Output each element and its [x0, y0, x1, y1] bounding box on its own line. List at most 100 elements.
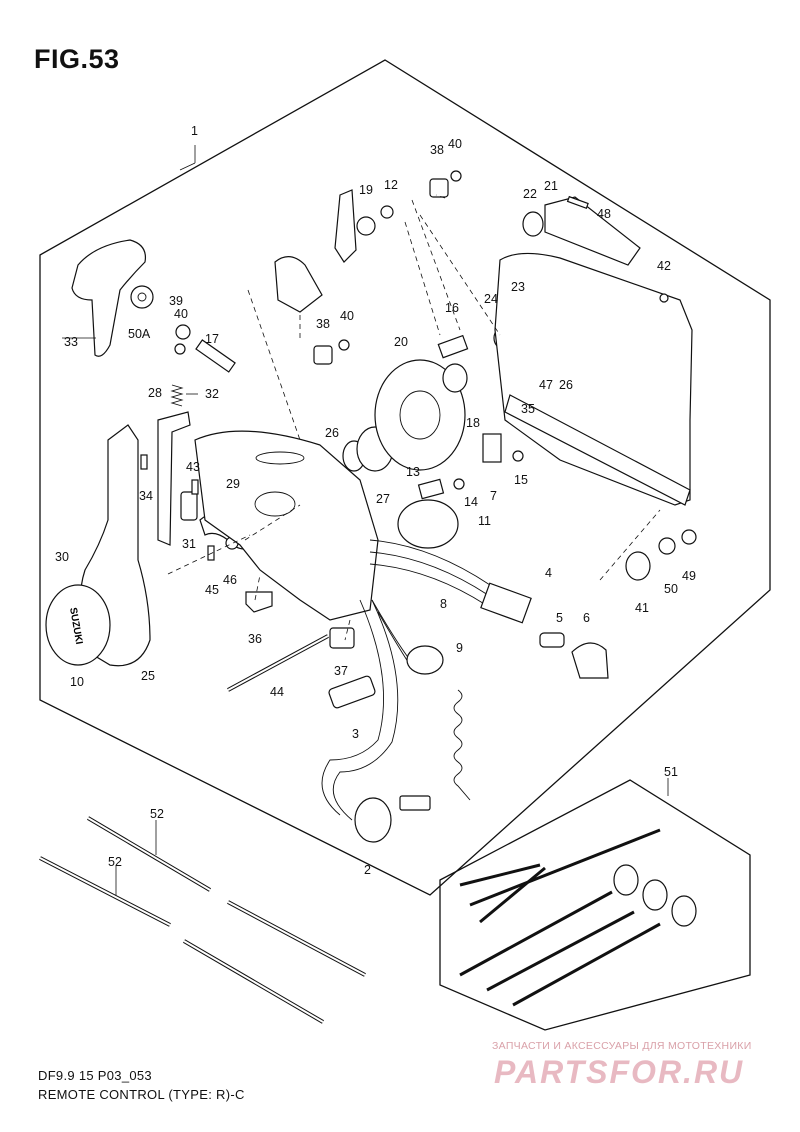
callout-30: 30 — [55, 550, 69, 564]
buzzer-11 — [397, 499, 459, 549]
spacer-3 — [671, 895, 697, 927]
callout-19: 19 — [359, 183, 373, 197]
washer-50 — [658, 537, 676, 555]
clip-40 — [174, 343, 186, 355]
connector-2 — [354, 797, 392, 843]
figure-title: FIG.53 — [34, 44, 120, 74]
callout-51: 51 — [664, 765, 678, 779]
callout-11: 11 — [478, 514, 491, 528]
washer-39 — [175, 324, 191, 340]
bolt-kit-1 — [459, 890, 613, 977]
watermark-tagline: ЗАПЧАСТИ И АКСЕССУАРЫ ДЛЯ МОТОТЕХНИКИ — [492, 1040, 752, 1052]
control-box-housing — [194, 430, 379, 621]
callout-14: 14 — [464, 495, 478, 509]
callout-10: 10 — [70, 675, 84, 689]
callout-34: 34 — [139, 489, 153, 503]
callout-28: 28 — [148, 386, 162, 400]
callout-23: 23 — [511, 280, 525, 294]
callout-52b: 52 — [108, 855, 122, 869]
plate-31 — [180, 491, 198, 521]
callout-3: 3 — [352, 727, 359, 741]
spring-32 — [170, 384, 184, 407]
holder-38-top — [429, 178, 449, 198]
lever-bracket — [274, 256, 323, 313]
callout-29: 29 — [226, 477, 240, 491]
callout-25: 25 — [141, 669, 155, 683]
callout-40c: 40 — [340, 309, 354, 323]
callout-52: 52 — [150, 807, 164, 821]
tie-wrap-1 — [459, 863, 541, 887]
footer-code: DF9.9 15 P03_053 — [38, 1068, 152, 1083]
key-5 — [539, 632, 565, 648]
clamp-13 — [417, 478, 445, 500]
callout-2: 2 — [364, 863, 371, 877]
callout-13: 13 — [406, 465, 420, 479]
kit-boundary — [439, 779, 751, 1031]
callout-40: 40 — [448, 137, 462, 151]
callout-8: 8 — [440, 597, 447, 611]
callout-49: 49 — [682, 569, 696, 583]
stop-switch-8 — [406, 645, 444, 675]
callout-22: 22 — [523, 187, 537, 201]
gear-plate-20 — [374, 359, 466, 471]
cap-6 — [571, 642, 609, 679]
washer-19 — [356, 216, 376, 236]
callout-21: 21 — [544, 179, 558, 193]
callout-27: 27 — [376, 492, 390, 506]
callout-38: 38 — [430, 143, 444, 157]
main-harness-3 — [321, 599, 384, 816]
link-19 — [334, 189, 357, 263]
callout-36: 36 — [248, 632, 262, 646]
callout-15: 15 — [514, 473, 528, 487]
side-cover-plate — [494, 252, 693, 506]
bracket-bar — [504, 394, 691, 506]
callout-48: 48 — [597, 207, 611, 221]
lock-bracket-28 — [157, 411, 191, 546]
washer-22 — [522, 211, 544, 237]
washer-50a — [130, 285, 154, 309]
callout-16: 16 — [445, 301, 459, 315]
callout-47: 47 — [539, 378, 553, 392]
nut-49 — [681, 529, 697, 545]
callout-7: 7 — [490, 489, 497, 503]
callout-5: 5 — [556, 611, 563, 625]
spacer-1 — [613, 864, 639, 896]
pin-17 — [195, 339, 236, 373]
assembly-boundary — [39, 59, 771, 896]
callout-41: 41 — [635, 601, 649, 615]
callout-43: 43 — [186, 460, 200, 474]
holder-38-mid — [313, 345, 333, 365]
callout-4: 4 — [545, 566, 552, 580]
callout-26b: 26 — [559, 378, 573, 392]
callout-31: 31 — [182, 537, 196, 551]
switch-7 — [482, 433, 502, 463]
badge-plate-30 — [45, 584, 111, 666]
lanyard-cord — [453, 689, 471, 801]
throttle-handle-cover — [71, 239, 147, 357]
callout-26: 26 — [325, 426, 339, 440]
callout-35: 35 — [521, 402, 535, 416]
wiring-harness — [369, 539, 491, 586]
callout-9: 9 — [456, 641, 463, 655]
callout-32: 32 — [205, 387, 219, 401]
callout-1: 1 — [191, 124, 198, 138]
watermark-logo: PARTSFOR.RU — [494, 1054, 745, 1090]
callout-37: 37 — [334, 664, 348, 678]
spacer-2 — [642, 879, 668, 911]
callout-50: 50 — [664, 582, 678, 596]
callout-39: 39 — [169, 294, 183, 308]
callout-50a: 50A — [128, 327, 151, 341]
callout-24: 24 — [484, 292, 498, 306]
callout-45: 45 — [205, 583, 219, 597]
washer-18 — [442, 363, 468, 393]
shaft-16 — [437, 334, 469, 359]
bracket-36 — [245, 591, 273, 613]
key-switch-4 — [480, 582, 532, 624]
plate-3 — [328, 675, 376, 709]
callout-42: 42 — [657, 259, 671, 273]
callout-20: 20 — [394, 335, 408, 349]
callout-12: 12 — [384, 178, 398, 192]
callout-33: 33 — [64, 335, 78, 349]
